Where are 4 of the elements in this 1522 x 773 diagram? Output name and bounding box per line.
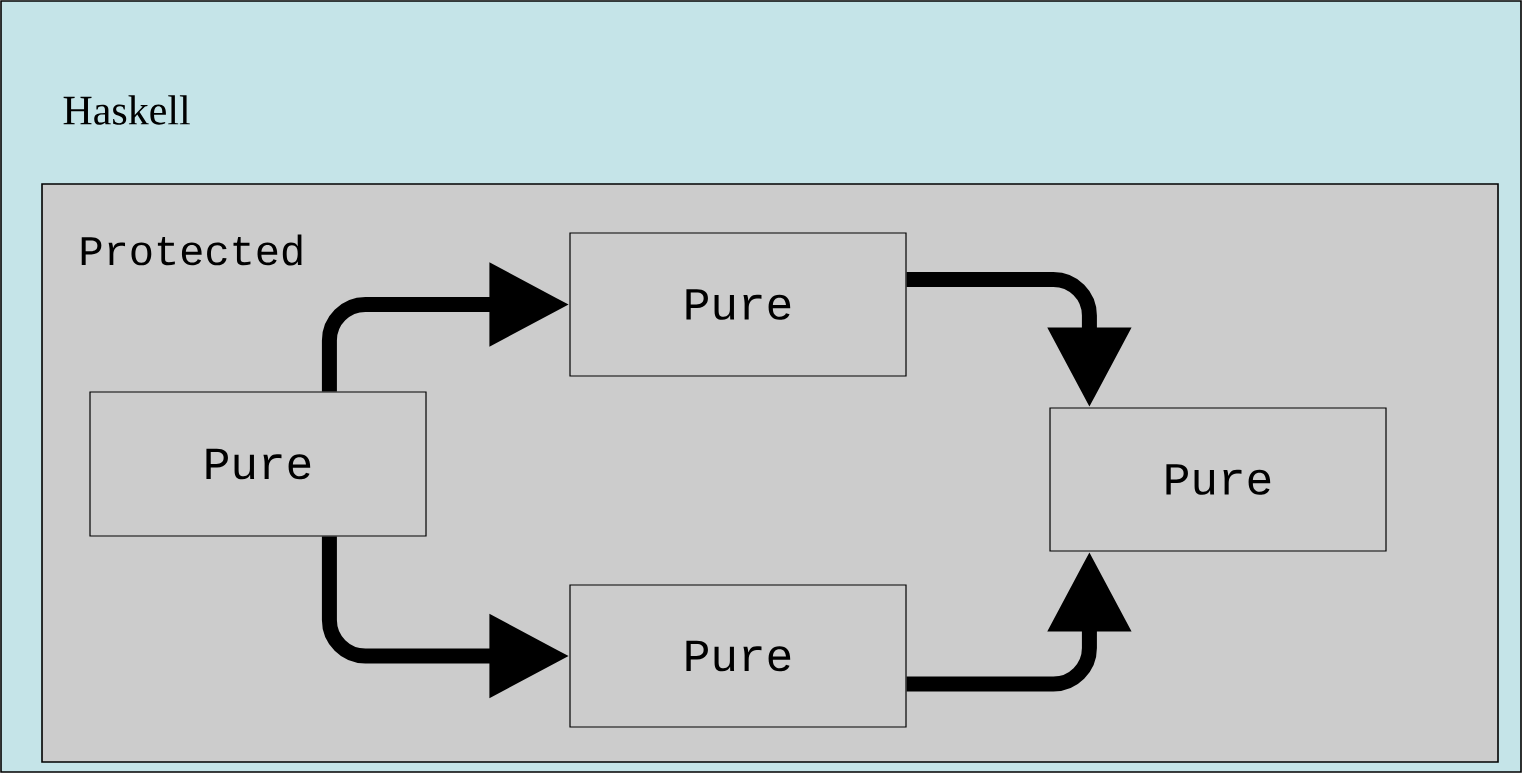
process-box: Pure <box>1049 407 1387 552</box>
process-box: Pure <box>89 391 427 537</box>
process-box: Pure <box>569 584 907 728</box>
process-box: Pure <box>569 232 907 377</box>
